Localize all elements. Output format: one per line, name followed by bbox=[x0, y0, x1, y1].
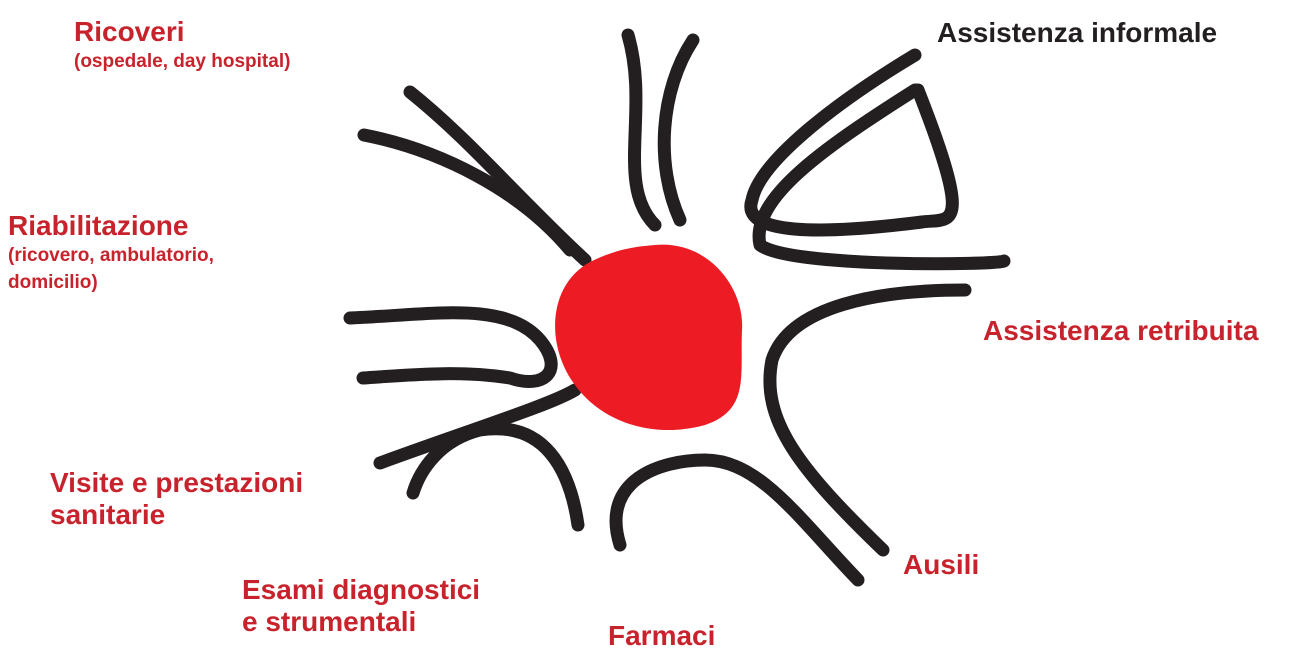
arm-top-right bbox=[664, 40, 693, 220]
core-cell bbox=[555, 245, 742, 430]
visite-line-2: sanitarie bbox=[50, 499, 303, 531]
riabilitazione-detail-2: domicilio) bbox=[8, 269, 214, 296]
label-ricoveri: Ricoveri (ospedale, day hospital) bbox=[74, 16, 290, 75]
label-farmaci: Farmaci bbox=[608, 620, 715, 652]
riabilitazione-title: Riabilitazione bbox=[8, 210, 214, 242]
label-visite: Visite e prestazioni sanitarie bbox=[50, 467, 303, 531]
assistenza-retribuita-text: Assistenza retribuita bbox=[983, 315, 1258, 347]
farmaci-text: Farmaci bbox=[608, 620, 715, 652]
label-esami: Esami diagnostici e strumentali bbox=[242, 574, 480, 638]
arm-ricoveri-outer bbox=[364, 135, 570, 250]
label-assistenza-retribuita: Assistenza retribuita bbox=[983, 315, 1258, 347]
label-assistenza-informale: Assistenza informale bbox=[937, 17, 1217, 49]
arm-informale-loop bbox=[759, 90, 1004, 264]
arm-top-left bbox=[628, 35, 655, 225]
arm-informale bbox=[751, 55, 953, 230]
esami-line-2: e strumentali bbox=[242, 606, 480, 638]
arm-riabilitazione bbox=[350, 313, 551, 382]
assistenza-informale-text: Assistenza informale bbox=[937, 17, 1217, 49]
ausili-text: Ausili bbox=[903, 549, 979, 581]
ricoveri-detail: (ospedale, day hospital) bbox=[74, 48, 290, 75]
riabilitazione-detail-1: (ricovero, ambulatorio, bbox=[8, 242, 214, 269]
esami-line-1: Esami diagnostici bbox=[242, 574, 480, 606]
visite-line-1: Visite e prestazioni bbox=[50, 467, 303, 499]
arm-ricoveri-inner bbox=[410, 92, 585, 260]
label-riabilitazione: Riabilitazione (ricovero, ambulatorio, d… bbox=[8, 210, 214, 296]
label-ausili: Ausili bbox=[903, 549, 979, 581]
ricoveri-title: Ricoveri bbox=[74, 16, 290, 48]
